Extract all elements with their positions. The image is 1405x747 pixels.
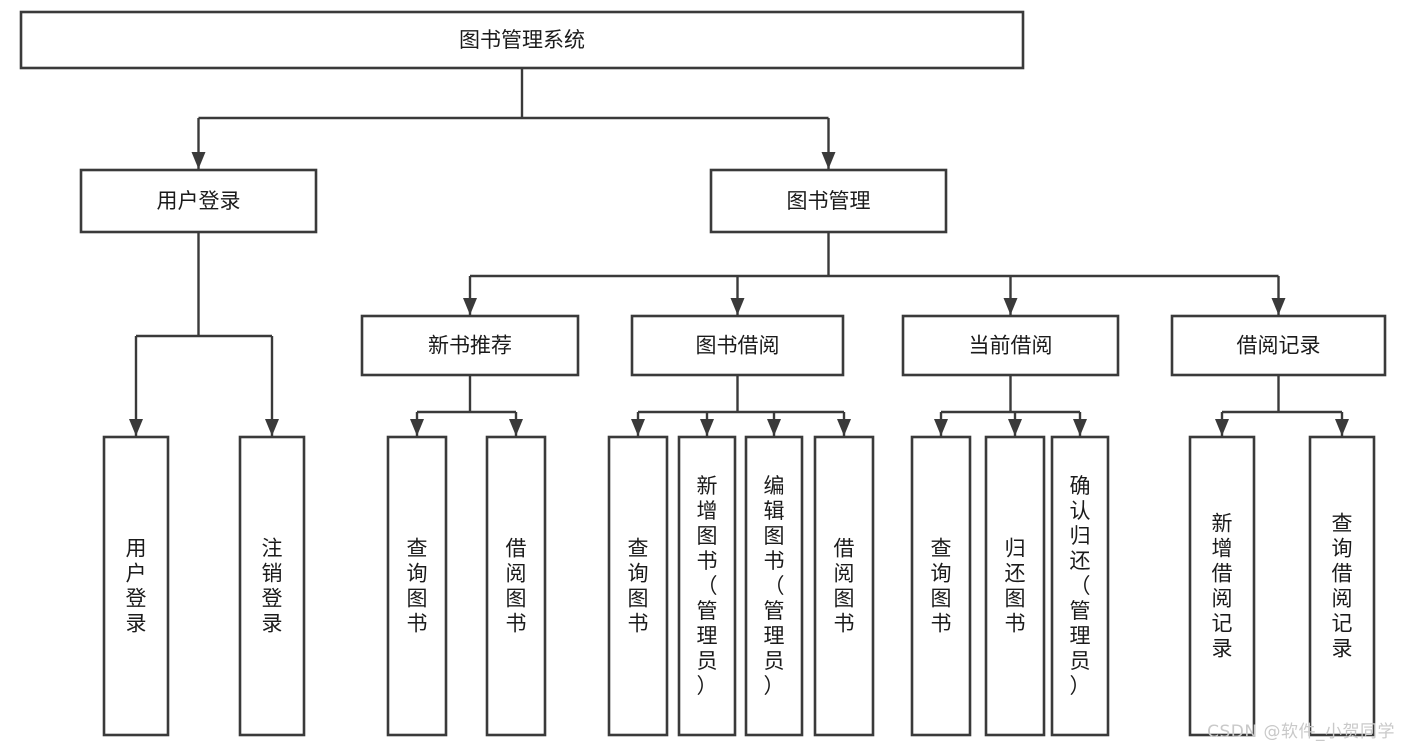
- node-leaf-8[interactable]: 查询图书: [910, 435, 972, 737]
- arrow-head-icon: [821, 152, 836, 169]
- node-level3-0[interactable]: 新书推荐: [360, 314, 580, 377]
- node-leaf-12[interactable]: 查询借阅记录: [1308, 435, 1376, 737]
- arrow-head-icon: [410, 419, 424, 436]
- node-leaf-0[interactable]: 用户登录: [102, 435, 170, 737]
- node-box: [744, 435, 804, 737]
- node-box: [630, 314, 845, 377]
- node-leaf-9[interactable]: 归还图书: [984, 435, 1046, 737]
- node-label: 新增借阅记录: [1212, 512, 1233, 661]
- node-label: 用户登录: [126, 537, 147, 636]
- arrow-head-icon: [837, 419, 851, 436]
- arrow-head-icon: [1271, 298, 1286, 315]
- node-label: 归还图书: [1005, 537, 1026, 636]
- node-box: [901, 314, 1120, 377]
- node-box: [79, 168, 318, 234]
- arrow-head-icon: [265, 419, 279, 436]
- node-box: [485, 435, 547, 737]
- node-label: 借阅图书: [506, 537, 527, 636]
- node-level3-2[interactable]: 当前借阅: [901, 314, 1120, 377]
- node-box: [386, 435, 448, 737]
- arrow-head-icon: [1073, 419, 1087, 436]
- node-label: 查询图书: [628, 537, 649, 636]
- node-label: 图书管理系统: [459, 28, 585, 52]
- node-root-0[interactable]: 图书管理系统: [19, 10, 1025, 70]
- arrow-head-icon: [463, 298, 477, 315]
- node-leaf-7[interactable]: 借阅图书: [813, 435, 875, 737]
- connector-layer: [129, 68, 1349, 436]
- arrow-head-icon: [1003, 298, 1018, 315]
- arrow-head-icon: [1335, 419, 1349, 436]
- arrow-head-icon: [191, 152, 206, 169]
- node-label: 借阅图书: [834, 537, 855, 636]
- node-box: [1050, 435, 1110, 737]
- node-box: [1308, 435, 1376, 737]
- node-label: 编辑图书（管理员）: [764, 474, 785, 698]
- node-box: [813, 435, 875, 737]
- node-level2-1[interactable]: 图书管理: [709, 168, 948, 234]
- node-leaf-2[interactable]: 查询图书: [386, 435, 448, 737]
- node-box: [984, 435, 1046, 737]
- node-label: 新增图书（管理员）: [697, 474, 718, 698]
- node-label: 注销登录: [262, 537, 283, 636]
- node-level3-1[interactable]: 图书借阅: [630, 314, 845, 377]
- node-leaf-5[interactable]: 新增图书（管理员）: [677, 435, 737, 737]
- arrow-head-icon: [509, 419, 523, 436]
- arrow-head-icon: [129, 419, 143, 436]
- arrow-head-icon: [700, 419, 714, 436]
- node-box: [1170, 314, 1387, 377]
- node-level2-0[interactable]: 用户登录: [79, 168, 318, 234]
- node-box: [607, 435, 669, 737]
- node-box: [709, 168, 948, 234]
- node-label: 查询图书: [931, 537, 952, 636]
- node-label: 图书管理: [787, 189, 871, 213]
- node-layer: 图书管理系统用户登录图书管理新书推荐图书借阅当前借阅借阅记录用户登录注销登录查询…: [19, 10, 1387, 737]
- node-leaf-10[interactable]: 确认归还（管理员）: [1050, 435, 1110, 737]
- node-box: [910, 435, 972, 737]
- node-level3-3[interactable]: 借阅记录: [1170, 314, 1387, 377]
- node-box: [360, 314, 580, 377]
- arrow-head-icon: [730, 298, 745, 315]
- node-label: 用户登录: [157, 189, 241, 213]
- node-label: 新书推荐: [428, 334, 512, 358]
- arrow-head-icon: [1215, 419, 1229, 436]
- node-leaf-3[interactable]: 借阅图书: [485, 435, 547, 737]
- node-label: 借阅记录: [1237, 334, 1321, 358]
- arrow-head-icon: [934, 419, 948, 436]
- node-leaf-11[interactable]: 新增借阅记录: [1188, 435, 1256, 737]
- node-label: 确认归还（管理员）: [1070, 474, 1091, 698]
- node-leaf-6[interactable]: 编辑图书（管理员）: [744, 435, 804, 737]
- node-box: [102, 435, 170, 737]
- node-leaf-1[interactable]: 注销登录: [238, 435, 306, 737]
- node-box: [238, 435, 306, 737]
- node-label: 查询借阅记录: [1332, 512, 1353, 661]
- arrow-head-icon: [631, 419, 645, 436]
- node-leaf-4[interactable]: 查询图书: [607, 435, 669, 737]
- node-box: [1188, 435, 1256, 737]
- arrow-head-icon: [767, 419, 781, 436]
- node-box: [19, 10, 1025, 70]
- node-label: 当前借阅: [969, 334, 1053, 358]
- node-label: 图书借阅: [696, 334, 780, 358]
- node-label: 查询图书: [407, 537, 428, 636]
- arrow-head-icon: [1008, 419, 1022, 436]
- node-box: [677, 435, 737, 737]
